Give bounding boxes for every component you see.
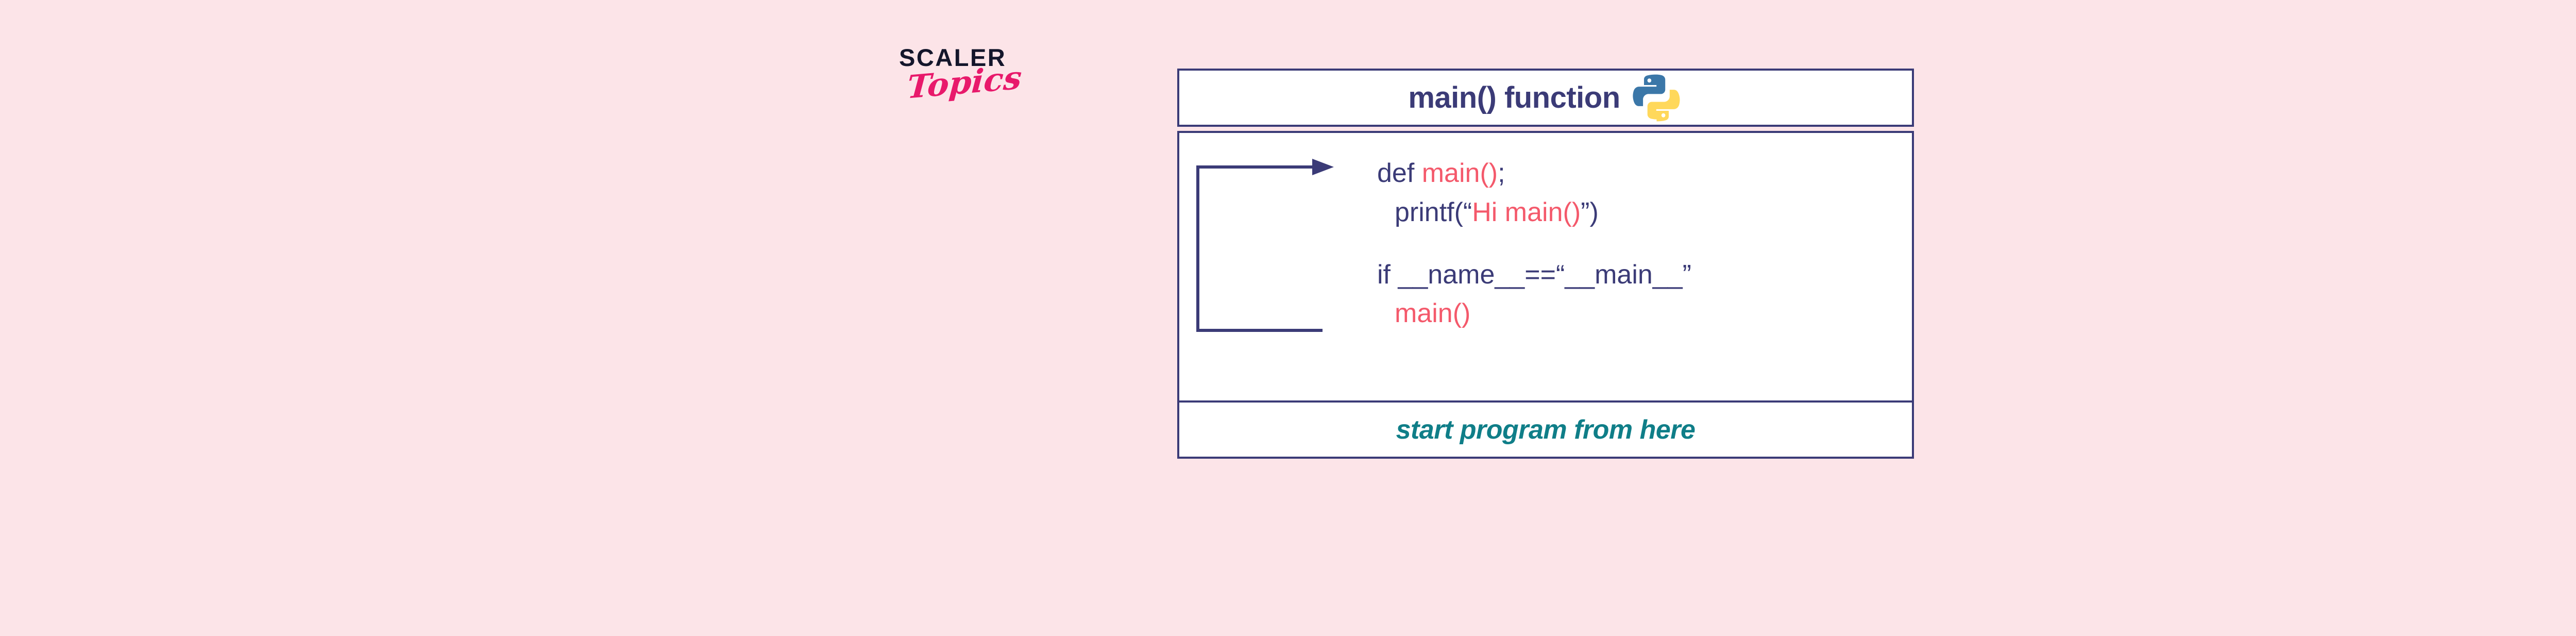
code-token-call: main() (1421, 158, 1498, 188)
diagram-footer-panel: start program from here (1177, 400, 1914, 459)
footer-caption: start program from here (1396, 414, 1696, 445)
code-token-string: Hi main() (1472, 197, 1581, 227)
diagram-header-panel: main() function (1177, 69, 1914, 127)
code-line-def: def main(); (1377, 160, 1505, 187)
code-token-keyword: def (1377, 158, 1422, 188)
page-title: main() function (1408, 81, 1620, 114)
code-token-keyword: printf(“ (1395, 197, 1472, 227)
code-line-printf: printf(“Hi main()”) (1395, 199, 1599, 226)
code-block: def main(); printf(“Hi main()”) if __nam… (1179, 133, 1912, 400)
code-token-keyword: if __name__==“__main__” (1377, 260, 1691, 290)
scaler-topics-logo: SCALER Topics (899, 45, 1054, 138)
main-function-diagram: main() function def main(); printf(“Hi m… (1177, 69, 1914, 459)
code-line-main-call: main() (1395, 300, 1470, 327)
diagram-code-panel: def main(); printf(“Hi main()”) if __nam… (1177, 131, 1914, 403)
brand-name-scaler: SCALER (899, 44, 1007, 71)
python-logo-icon (1630, 71, 1683, 125)
code-token-punctuation: ”) (1581, 197, 1599, 227)
code-token-call: main() (1395, 298, 1471, 328)
code-line-if-name-main: if __name__==“__main__” (1377, 261, 1691, 288)
code-token-punctuation: ; (1498, 158, 1505, 188)
